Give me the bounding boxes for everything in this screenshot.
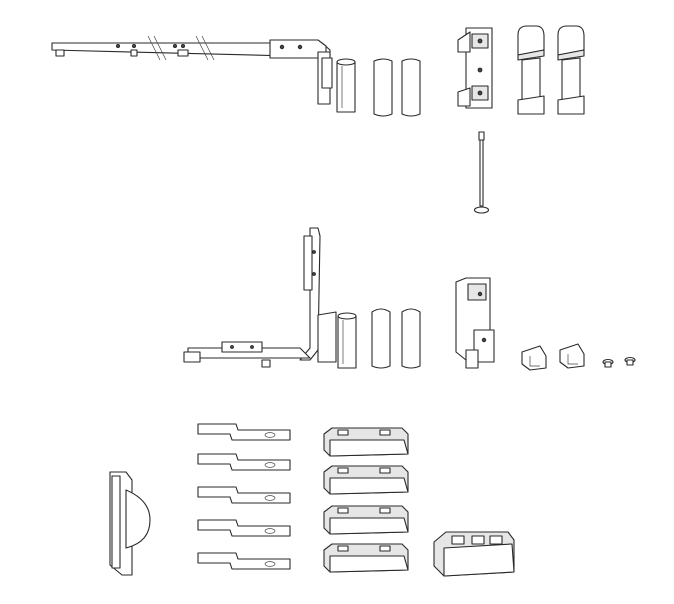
hinge-sleeve [336, 58, 356, 113]
cap-2 [557, 25, 585, 115]
hinge-pin-cover-1 [373, 58, 393, 117]
keeper-block [323, 427, 409, 457]
keeper-block-base [433, 531, 515, 577]
cover-lower-2 [401, 308, 421, 369]
striker-plate [197, 486, 291, 504]
hinge-pin-cover-2 [401, 58, 421, 117]
keeper-block-set [323, 427, 409, 573]
top-hinge-bracket [457, 27, 493, 109]
cap-1 [517, 25, 545, 115]
corner-drive-bottom-hinge [183, 227, 337, 368]
striker-plate [197, 423, 291, 441]
frame-plate [109, 471, 151, 576]
striker-plate [197, 519, 291, 537]
sleeve-lower [337, 312, 357, 369]
bottom-hinge-bracket [455, 277, 495, 369]
clip-1 [521, 345, 547, 371]
keeper-block [323, 505, 409, 535]
hinge-pin [473, 131, 490, 214]
striker-plate [197, 552, 291, 570]
cover-lower-1 [371, 308, 391, 369]
rivet-2 [624, 356, 636, 366]
keeper-block [323, 465, 409, 495]
top-stay-arm [51, 35, 333, 105]
clip-2 [559, 343, 585, 369]
keeper-block [323, 543, 409, 573]
rivet-1 [602, 358, 614, 368]
striker-plate [197, 453, 291, 471]
striker-plate-set [197, 423, 291, 570]
